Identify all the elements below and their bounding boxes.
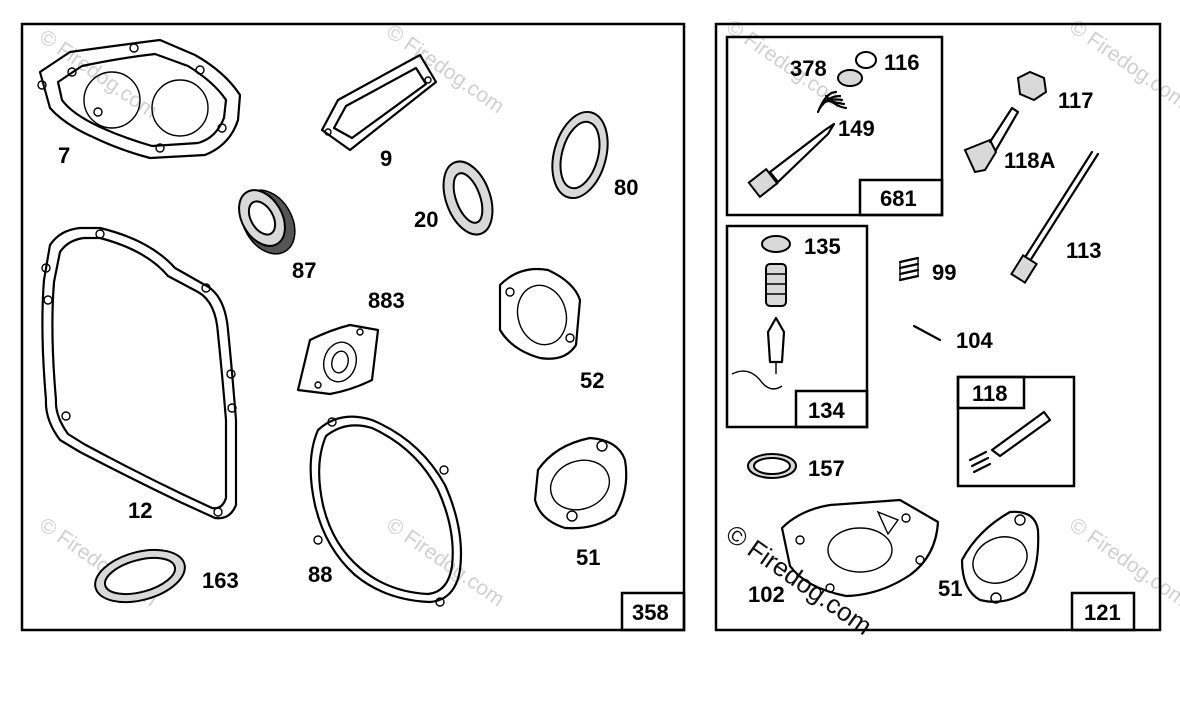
part-113-shaft	[1010, 150, 1100, 284]
part-118A-screw	[963, 106, 1020, 174]
panel-left-frame	[20, 22, 686, 632]
label-52: 52	[580, 368, 604, 393]
label-157: 157	[808, 456, 845, 481]
part-12-crankcase-gasket	[41, 226, 238, 520]
label-99: 99	[932, 260, 956, 285]
part-inlet-needle	[766, 316, 786, 374]
label-88: 88	[308, 562, 332, 587]
sub-kit-134: 134 135	[725, 224, 869, 429]
kit-358-label: 358	[632, 600, 669, 625]
part-51-right-gasket	[960, 510, 1040, 604]
part-102-plate	[780, 498, 940, 598]
panel-right-frame	[714, 22, 1162, 632]
label-149: 149	[838, 116, 875, 141]
label-117: 117	[1058, 88, 1094, 113]
part-104-pin	[912, 324, 942, 342]
label-883: 883	[368, 288, 405, 313]
part-seat	[765, 263, 787, 307]
part-883-gasket	[296, 323, 380, 396]
kit-358-box	[620, 591, 686, 632]
part-378-washer	[837, 69, 863, 87]
sub-kit-118: 118	[956, 375, 1076, 488]
sub-kit-118-box	[956, 375, 1026, 410]
kit-121-label: 121	[1084, 600, 1121, 625]
part-118-screw	[990, 410, 1052, 458]
part-88-gasket	[309, 415, 463, 607]
sub-kit-681-frame	[725, 35, 944, 217]
part-needle-screw	[747, 122, 836, 199]
part-117-nut	[1016, 70, 1048, 102]
part-163-washer	[94, 548, 186, 604]
watermarks: © Firedog.com © Firedog.com © Firedog.co…	[35, 15, 1180, 641]
sub-kit-134-box	[794, 389, 869, 429]
panel-right: 121 681 116 378 149	[714, 22, 1162, 632]
sub-kit-681-box	[858, 178, 944, 217]
label-118A: 118A	[1004, 148, 1055, 173]
label-7: 7	[58, 143, 70, 168]
panel-left: 358 7 9 20 80	[20, 22, 686, 632]
part-99-spring	[898, 256, 920, 282]
part-149-spring	[816, 90, 848, 114]
label-163: 163	[202, 568, 239, 593]
part-157-oring-inner	[753, 457, 791, 475]
part-51-left-gasket	[533, 436, 628, 530]
sub-kit-681: 681 116 378 149	[725, 35, 944, 217]
label-51-left: 51	[576, 545, 600, 570]
sub-kit-118-label: 118	[972, 381, 1008, 406]
part-20-seal	[442, 160, 494, 236]
part-116-oring	[855, 51, 877, 69]
label-12: 12	[128, 498, 152, 523]
kit-121-box	[1070, 591, 1136, 632]
label-113: 113	[1066, 238, 1102, 263]
label-116: 116	[884, 50, 920, 75]
part-135-washer	[761, 235, 791, 253]
label-51-right: 51	[938, 576, 962, 601]
label-135: 135	[804, 234, 841, 259]
label-378: 378	[790, 56, 827, 81]
label-20: 20	[414, 207, 438, 232]
label-102: 102	[748, 582, 785, 607]
watermark-2: © Firedog.com	[382, 20, 508, 118]
part-clip	[731, 370, 783, 390]
part-80-ring	[551, 110, 609, 200]
label-87: 87	[292, 258, 316, 283]
sub-kit-681-label: 681	[880, 186, 917, 211]
part-9-gasket	[320, 53, 438, 152]
part-52-gasket	[498, 267, 582, 360]
part-7-head-gasket	[37, 38, 242, 160]
part-118-spring	[968, 450, 992, 474]
label-9: 9	[380, 146, 392, 171]
label-80: 80	[614, 175, 638, 200]
label-104: 104	[956, 328, 993, 353]
sub-kit-134-label: 134	[808, 398, 845, 423]
part-87-seal	[238, 189, 296, 255]
watermark-7: © Firedog.com	[1065, 513, 1180, 611]
